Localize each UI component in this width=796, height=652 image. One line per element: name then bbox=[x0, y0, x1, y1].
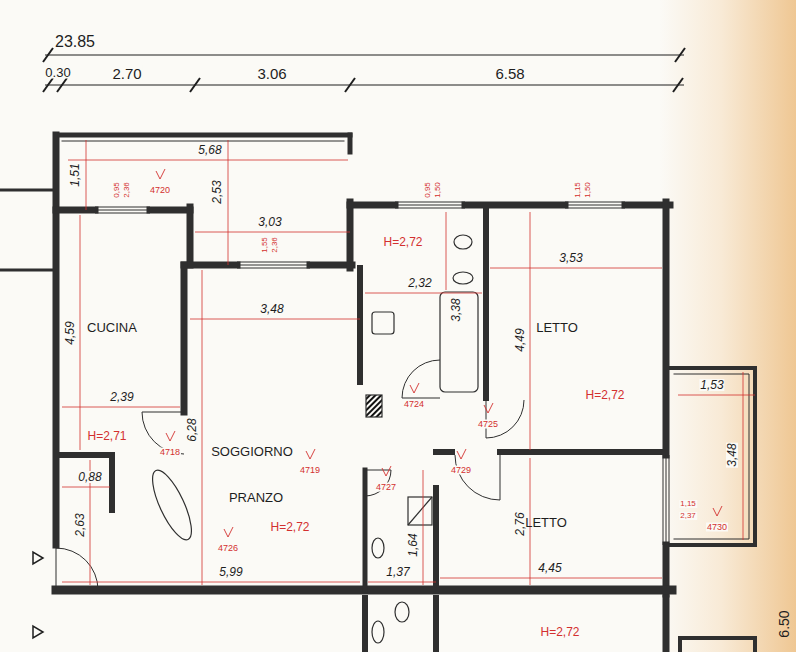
window-size: 1,15 bbox=[679, 500, 697, 508]
dimension-text: 3,48 bbox=[726, 442, 738, 467]
room-code: 4725 bbox=[477, 420, 499, 429]
dimension-text: 6,28 bbox=[186, 417, 198, 442]
room: CUCINA H=2,71 bbox=[68, 215, 180, 450]
room-code: 4729 bbox=[450, 466, 472, 475]
paper-tint bbox=[660, 0, 796, 652]
room-height: H=2,72 bbox=[540, 626, 579, 638]
dimension-text: 5,99 bbox=[218, 566, 243, 578]
windows bbox=[95, 202, 669, 545]
window-size: 1,55 bbox=[261, 236, 269, 254]
room-code: 4730 bbox=[706, 523, 728, 532]
dimension-text: 3,38 bbox=[450, 297, 462, 322]
dimension-text: 4,49 bbox=[514, 327, 526, 352]
dimension-text: 2,53 bbox=[211, 179, 223, 204]
room-height: H=2,72 bbox=[383, 236, 422, 248]
dimension-text: 0.30 bbox=[44, 66, 71, 79]
room: LETTO bbox=[440, 458, 662, 585]
room-code: 4719 bbox=[299, 466, 321, 475]
dimension-lines bbox=[62, 140, 755, 585]
room-name: SOGGIORNO bbox=[211, 445, 293, 458]
window-size: 0,95 bbox=[424, 181, 432, 199]
entry-marker bbox=[33, 552, 43, 638]
room: H=2,72 bbox=[365, 212, 482, 400]
dimension-text: 0,88 bbox=[77, 471, 102, 483]
room-height: H=2,71 bbox=[87, 430, 126, 442]
room-code: 4720 bbox=[149, 186, 171, 195]
window-size: 2,37 bbox=[679, 512, 697, 520]
room-name: CUCINA bbox=[87, 321, 137, 334]
window-size: 1,15 bbox=[574, 181, 582, 199]
dimension-text: 4,45 bbox=[537, 562, 562, 574]
dimension-text: 4,59 bbox=[64, 320, 76, 345]
dimension-text: 3,03 bbox=[257, 216, 282, 228]
dimension-text: 3.06 bbox=[256, 66, 287, 81]
room-code: 4727 bbox=[375, 483, 397, 492]
room-name: PRANZO bbox=[229, 491, 283, 504]
room: SOGGIORNO PRANZO H=2,72 bbox=[190, 270, 360, 585]
dimension-text: 6.58 bbox=[494, 66, 525, 81]
room-code: 4726 bbox=[217, 544, 239, 553]
window-size: 0,95 bbox=[113, 181, 121, 199]
dimension-text: 5,68 bbox=[197, 144, 222, 156]
dimension-text: 3,48 bbox=[259, 303, 284, 315]
room-code: 4724 bbox=[403, 400, 425, 409]
dimension-text: 1,53 bbox=[699, 379, 724, 391]
dimension-text: 2.70 bbox=[111, 66, 142, 81]
dimension-text: 1,51 bbox=[69, 162, 81, 187]
door-swings bbox=[56, 360, 524, 590]
dimension-text: 2,32 bbox=[407, 277, 432, 289]
room-code: 4718 bbox=[159, 448, 181, 457]
dimension-text: 1,64 bbox=[407, 532, 419, 557]
room: H=2,72 bbox=[440, 602, 662, 652]
dimension-text: 1,37 bbox=[385, 566, 410, 578]
room: LETTO H=2,72 bbox=[490, 212, 662, 450]
overall-dimensions bbox=[43, 48, 685, 92]
dimension-text: 2,63 bbox=[74, 512, 86, 537]
walls bbox=[0, 135, 755, 652]
dimension-text: 2,39 bbox=[109, 391, 134, 403]
room-height: H=2,72 bbox=[585, 389, 624, 401]
window-size: 1,50 bbox=[584, 181, 592, 199]
dimension-text: 6.50 bbox=[777, 609, 791, 638]
dimension-text: 23.85 bbox=[54, 34, 96, 50]
window-size: 2,36 bbox=[271, 236, 279, 254]
room-name: LETTO bbox=[525, 516, 567, 529]
dimension-text: 2,76 bbox=[514, 511, 526, 536]
window-size: 1,50 bbox=[434, 181, 442, 199]
window-size: 2,36 bbox=[123, 181, 131, 199]
room-code-ticks bbox=[156, 169, 722, 537]
dimension-text: 3,53 bbox=[558, 252, 583, 264]
room-height: H=2,72 bbox=[270, 521, 309, 533]
room-name: LETTO bbox=[536, 321, 578, 334]
